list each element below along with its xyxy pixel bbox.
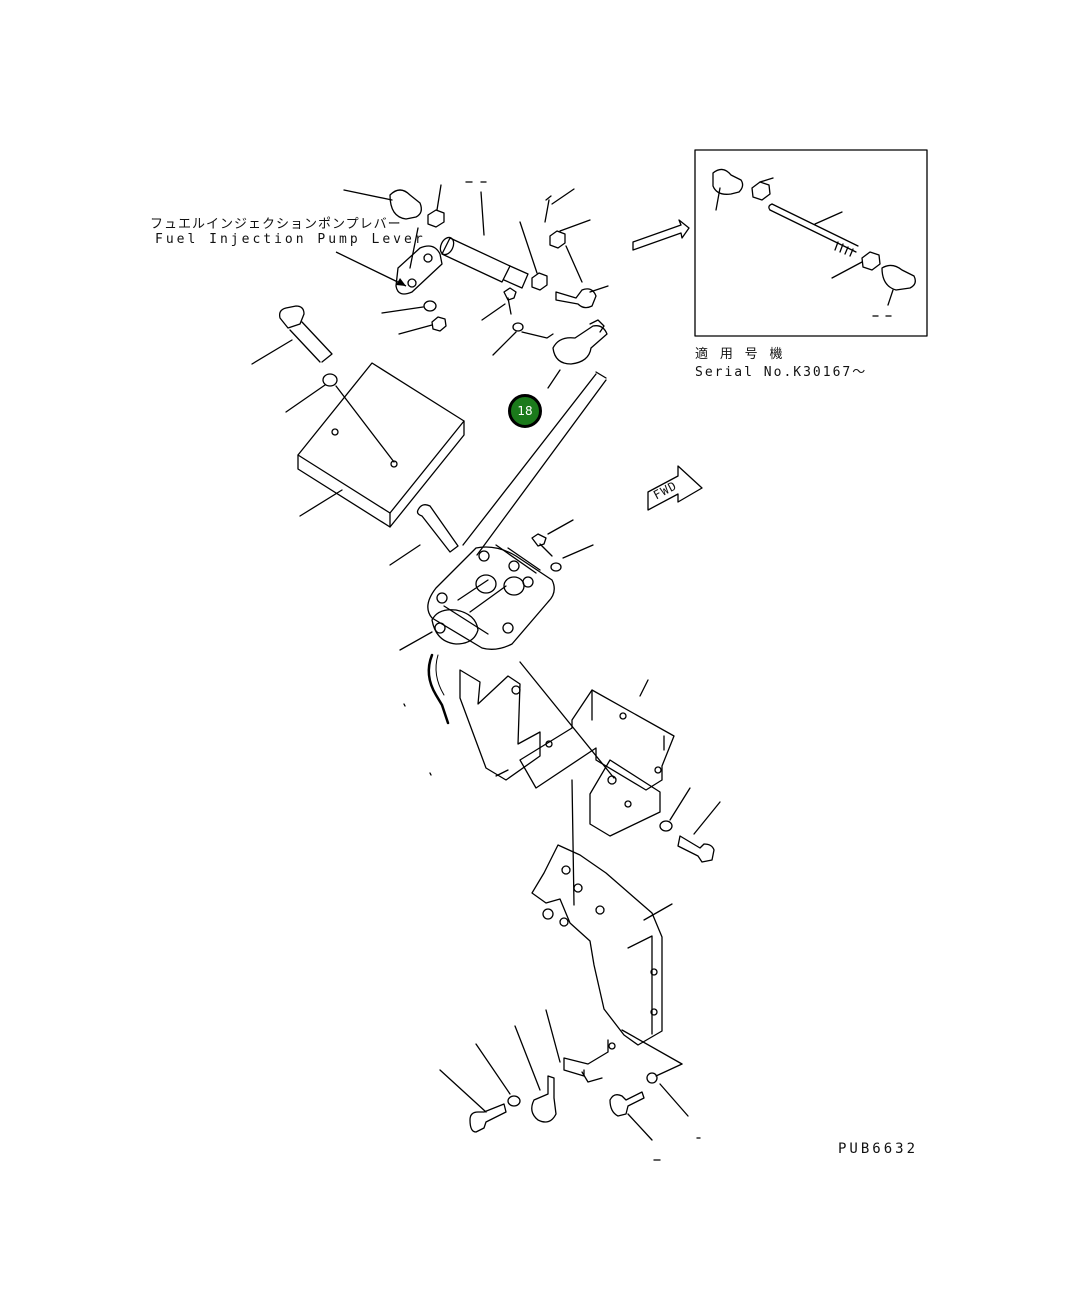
bottom-hardware	[439, 1025, 701, 1161]
bolt-and-cover	[251, 305, 465, 528]
lever-pointer-arrow	[335, 251, 407, 287]
lower-bracket	[531, 844, 683, 1083]
serial-label: Serial No.K30167～	[695, 365, 868, 380]
callout-number: 18	[517, 404, 533, 418]
inset-box	[694, 149, 928, 337]
inset-arrow	[632, 219, 690, 251]
callout-18[interactable]: 18	[508, 394, 542, 428]
fwd-arrow	[647, 465, 703, 511]
applicable-label: 適 用 号 機	[695, 347, 785, 362]
lever-label-en: Fuel Injection Pump Lever	[155, 232, 426, 247]
drawing-code: PUB6632	[838, 1141, 919, 1157]
lever-label-jp: フュエルインジェクションポンプレバー	[150, 217, 402, 232]
upper-linkage	[343, 181, 609, 556]
pump-actuator	[389, 504, 594, 781]
mounting-bracket	[519, 661, 721, 906]
